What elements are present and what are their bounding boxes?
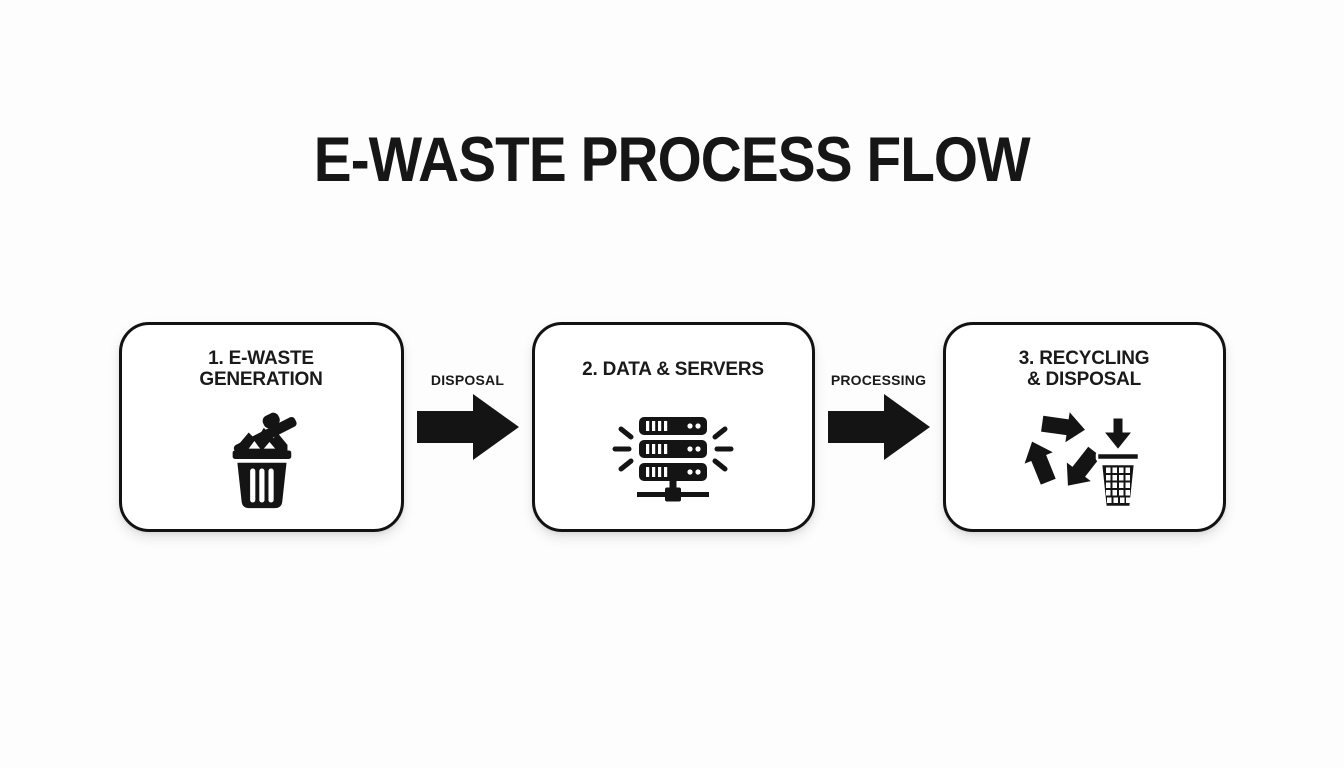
connector-disposal: DISPOSAL bbox=[404, 322, 532, 532]
step-title-line2: GENERATION bbox=[199, 369, 323, 390]
step-box-recycling-disposal: 3. RECYCLING & DISPOSAL bbox=[942, 322, 1226, 532]
step-title: 3. RECYCLING & DISPOSAL bbox=[946, 339, 1223, 399]
step-icon-area bbox=[122, 399, 401, 529]
process-flow-row: 1. E-WASTE GENERATION bbox=[0, 322, 1344, 532]
step-title-line2: & DISPOSAL bbox=[1026, 369, 1142, 390]
connector-label: PROCESSING bbox=[830, 372, 927, 388]
server-icon bbox=[612, 417, 734, 502]
step-box-data-servers: 2. DATA & SERVERS bbox=[531, 322, 815, 532]
step-title-line1: 3. RECYCLING bbox=[1018, 348, 1150, 369]
connector-processing: PROCESSING bbox=[815, 322, 943, 532]
page-title-wrap: E-WASTE PROCESS FLOW bbox=[0, 124, 1344, 196]
connector-label: DISPOSAL bbox=[430, 372, 505, 388]
step-title-line1: 1. E-WASTE bbox=[208, 348, 314, 369]
step-box-ewaste-generation: 1. E-WASTE GENERATION bbox=[118, 322, 404, 532]
step-title: 1. E-WASTE GENERATION bbox=[122, 339, 401, 399]
page-title: E-WASTE PROCESS FLOW bbox=[314, 125, 1031, 195]
trash-icon bbox=[232, 412, 297, 509]
step-icon-area bbox=[535, 399, 812, 529]
right-arrow-icon bbox=[827, 394, 930, 460]
recycle-icon bbox=[1024, 412, 1141, 509]
right-arrow-icon bbox=[416, 394, 519, 460]
step-icon-area bbox=[946, 399, 1223, 529]
step-title-line1: 2. DATA & SERVERS bbox=[582, 358, 764, 380]
step-title: 2. DATA & SERVERS bbox=[535, 339, 812, 399]
